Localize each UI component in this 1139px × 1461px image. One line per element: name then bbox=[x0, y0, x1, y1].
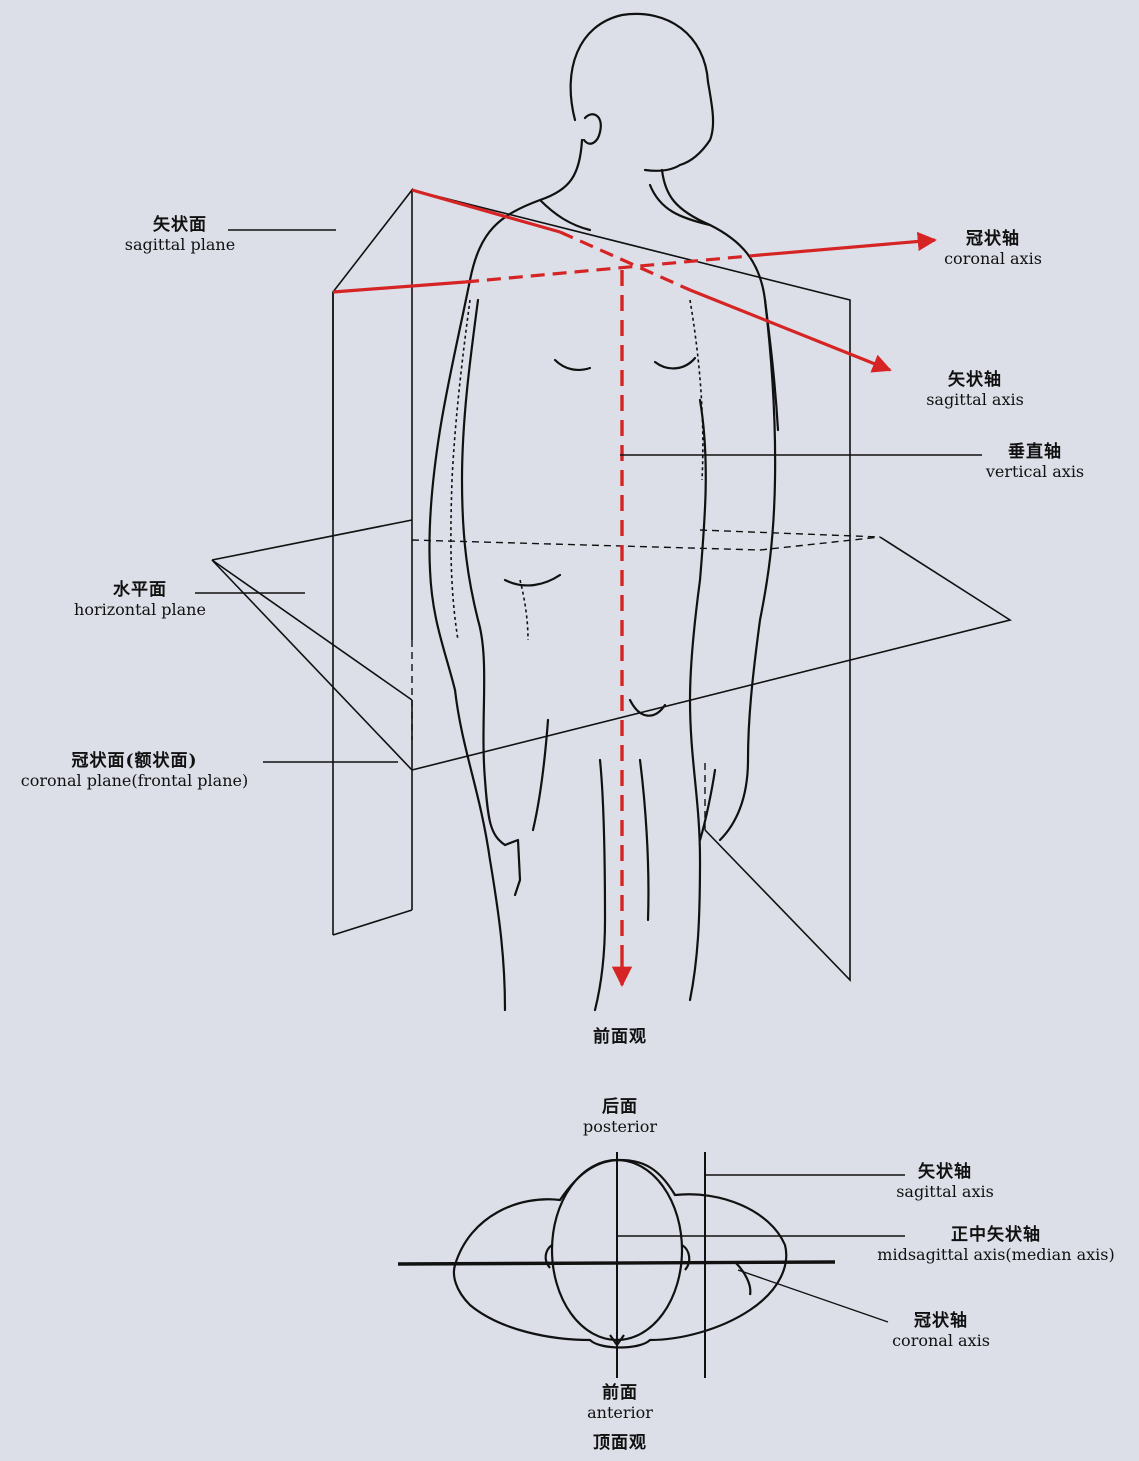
label-midsagittal-axis-en: midsagittal axis(median axis) bbox=[856, 1246, 1136, 1264]
hidden-edges bbox=[412, 530, 880, 830]
label-top-sagittal-axis: 矢状轴 sagittal axis bbox=[870, 1163, 1020, 1201]
label-posterior-en: posterior bbox=[560, 1118, 680, 1136]
label-posterior: 后面 posterior bbox=[560, 1098, 680, 1136]
label-top-coronal-axis-en: coronal axis bbox=[866, 1332, 1016, 1350]
label-vertical-axis-en: vertical axis bbox=[960, 463, 1110, 481]
label-anterior-en: anterior bbox=[560, 1404, 680, 1422]
human-body-outline bbox=[429, 14, 778, 1010]
label-horizontal-plane-en: horizontal plane bbox=[55, 601, 225, 619]
label-horizontal-plane: 水平面 horizontal plane bbox=[55, 581, 225, 619]
label-sagittal-axis-en: sagittal axis bbox=[900, 391, 1050, 409]
label-anterior-cn: 前面 bbox=[560, 1384, 680, 1404]
sagittal-plane bbox=[333, 190, 412, 935]
label-top-sagittal-axis-en: sagittal axis bbox=[870, 1183, 1020, 1201]
label-sagittal-plane-en: sagittal plane bbox=[115, 236, 245, 254]
label-anterior: 前面 anterior bbox=[560, 1384, 680, 1422]
top-view-caption: 顶面观 bbox=[560, 1434, 680, 1454]
label-top-coronal-axis: 冠状轴 coronal axis bbox=[866, 1312, 1016, 1350]
front-view-caption: 前面观 bbox=[560, 1028, 680, 1048]
label-midsagittal-axis: 正中矢状轴 midsagittal axis(median axis) bbox=[856, 1226, 1136, 1264]
label-top-coronal-axis-cn: 冠状轴 bbox=[866, 1312, 1016, 1332]
label-top-sagittal-axis-cn: 矢状轴 bbox=[870, 1163, 1020, 1183]
label-sagittal-plane: 矢状面 sagittal plane bbox=[115, 216, 245, 254]
label-coronal-axis-en: coronal axis bbox=[918, 250, 1068, 268]
label-posterior-cn: 后面 bbox=[560, 1098, 680, 1118]
label-sagittal-plane-cn: 矢状面 bbox=[115, 216, 245, 236]
label-sagittal-axis: 矢状轴 sagittal axis bbox=[900, 371, 1050, 409]
top-view-axes bbox=[398, 1152, 835, 1378]
label-coronal-axis: 冠状轴 coronal axis bbox=[918, 230, 1068, 268]
sagittal-axis-line bbox=[412, 190, 890, 370]
horizontal-plane bbox=[212, 520, 1010, 770]
body-back-outline bbox=[451, 300, 703, 640]
label-coronal-plane-en: coronal plane(frontal plane) bbox=[2, 772, 267, 790]
label-horizontal-plane-cn: 水平面 bbox=[55, 581, 225, 601]
label-vertical-axis: 垂直轴 vertical axis bbox=[960, 443, 1110, 481]
front-leader-lines bbox=[195, 230, 982, 762]
label-vertical-axis-cn: 垂直轴 bbox=[960, 443, 1110, 463]
label-midsagittal-axis-cn: 正中矢状轴 bbox=[856, 1226, 1136, 1246]
label-sagittal-axis-cn: 矢状轴 bbox=[900, 371, 1050, 391]
coronal-axis-line bbox=[333, 240, 935, 292]
label-coronal-plane-cn: 冠状面(额状面) bbox=[2, 752, 267, 772]
top-view-head bbox=[454, 1160, 786, 1348]
label-coronal-plane: 冠状面(额状面) coronal plane(frontal plane) bbox=[2, 752, 267, 790]
label-coronal-axis-cn: 冠状轴 bbox=[918, 230, 1068, 250]
